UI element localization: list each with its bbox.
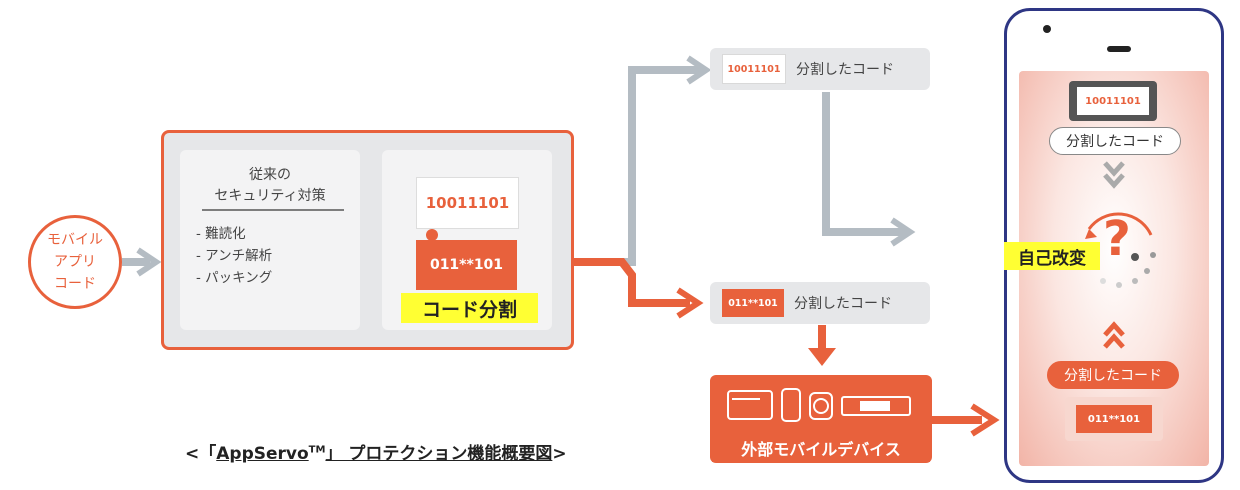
phone-screen: 10011101 分割したコード ? — [1019, 71, 1209, 466]
split-code-top-card: 10011101 — [722, 54, 786, 84]
phone-top-code-card: 10011101 — [1069, 81, 1157, 121]
arrow-orange-route — [574, 258, 1000, 437]
split-code-top: 10011101 分割したコード — [710, 48, 930, 90]
list-item-anti-analysis: - アンチ解析 — [196, 248, 273, 264]
self-modify-label-text: 自己改変 — [1018, 248, 1086, 269]
arrow-down-icon — [1103, 161, 1125, 189]
masked-code-card: 011**101 — [416, 240, 517, 290]
external-device-label-text: 外部モバイルデバイス — [741, 440, 901, 459]
split-code-bottom-card: 011**101 — [722, 289, 784, 317]
phone-bottom-code: 011**101 — [1087, 413, 1141, 425]
figure-caption: <「AppServoTM」 プロテクション機能概要図> — [185, 439, 567, 464]
puzzle-tab-icon — [426, 229, 438, 241]
split-code-bottom-value: 011**101 — [728, 297, 778, 309]
phone-bottom-code-card: 011**101 — [1065, 397, 1163, 441]
phone-bottom-label: 分割したコード — [1047, 361, 1179, 389]
caption-rest: 」 プロテクション機能概要図 — [325, 444, 553, 464]
code-split-label: コード分割 — [401, 293, 538, 323]
title-underline — [202, 209, 344, 211]
mobile-app-code-label: モバイル アプリ コード — [47, 232, 103, 292]
caption-open: <「 — [185, 444, 217, 464]
question-mark: ? — [1103, 211, 1131, 267]
devices-icon — [727, 388, 911, 422]
original-code-card: 10011101 — [416, 177, 519, 229]
conventional-list: - 難読化 - アンチ解析 - パッキング — [196, 223, 272, 289]
split-code-bottom-label: 分割したコード — [794, 296, 892, 312]
conventional-title-line2: セキュリティ対策 — [214, 188, 326, 204]
caption-app: AppServo — [216, 444, 309, 464]
list-item-packing: - パッキング — [196, 270, 273, 286]
conventional-title-line1: 従来の — [249, 167, 291, 183]
speaker-icon — [1107, 46, 1131, 52]
arrow-up-icon — [1103, 321, 1125, 349]
split-code-top-value: 10011101 — [727, 63, 781, 75]
caption-tm: TM — [308, 444, 326, 456]
original-code-text: 10011101 — [425, 194, 510, 212]
external-device-label: 外部モバイルデバイス — [712, 434, 930, 462]
mobile-app-code-circle: モバイル アプリ コード — [28, 215, 122, 309]
split-code-bottom: 011**101 分割したコード — [710, 282, 930, 324]
caption-close: > — [552, 444, 567, 464]
self-modify-label: 自己改変 — [1004, 242, 1100, 270]
self-modify-cycle-icon — [1085, 212, 1156, 288]
camera-icon — [1043, 25, 1051, 33]
phone-top-label: 分割したコード — [1049, 127, 1181, 155]
masked-code-text: 011**101 — [429, 257, 504, 273]
list-item-obfuscation: - 難読化 — [196, 226, 246, 242]
split-code-top-label: 分割したコード — [796, 62, 894, 78]
phone-top-code: 10011101 — [1085, 95, 1141, 107]
smartphone: 10011101 分割したコード ? — [1004, 8, 1224, 483]
arrow-source-to-main — [122, 247, 162, 277]
conventional-security-panel: 従来の セキュリティ対策 - 難読化 - アンチ解析 - パッキング — [180, 150, 360, 330]
code-split-label-text: コード分割 — [421, 298, 517, 321]
